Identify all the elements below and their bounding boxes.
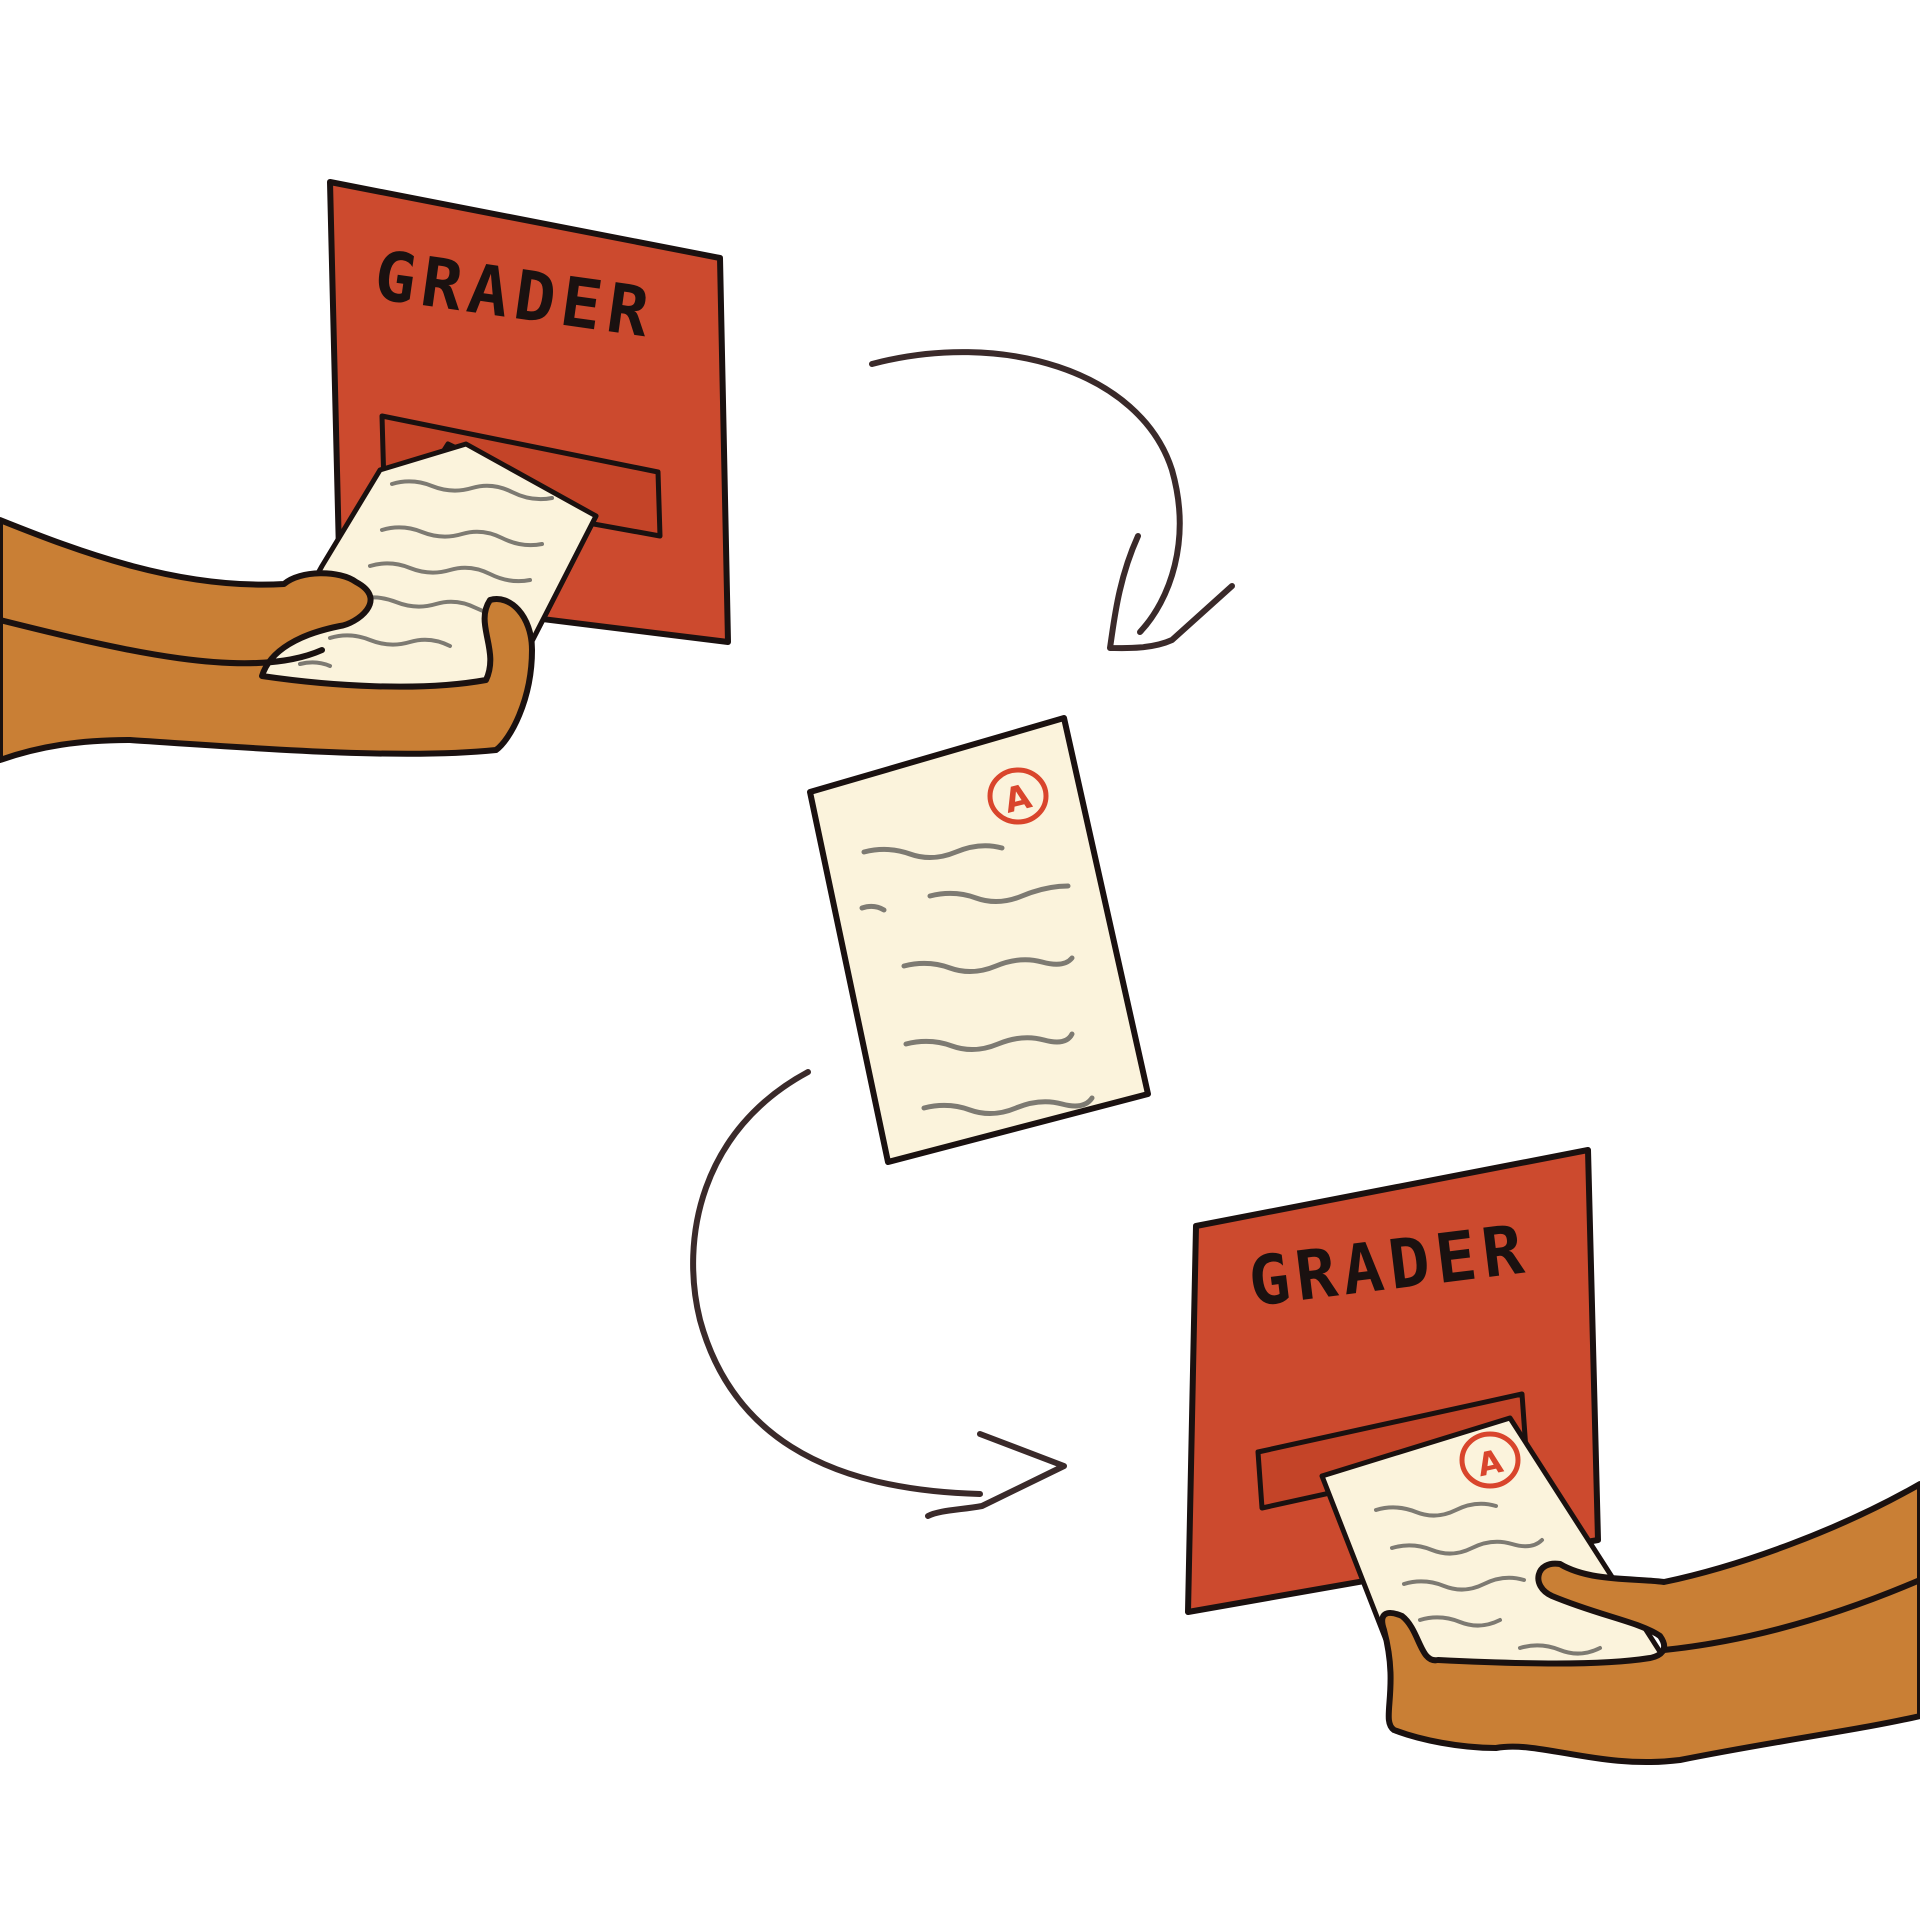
grade-circle-middle [987, 767, 1049, 825]
arm-hand-bottom [1379, 1481, 1920, 1766]
arm-hand-top [0, 517, 535, 763]
paper-graded-middle: A [807, 715, 1151, 1165]
arrow-top-right [869, 349, 1235, 652]
arrow-bottom-left [690, 1069, 1067, 1519]
grade-circle-bottom [1459, 1431, 1521, 1489]
